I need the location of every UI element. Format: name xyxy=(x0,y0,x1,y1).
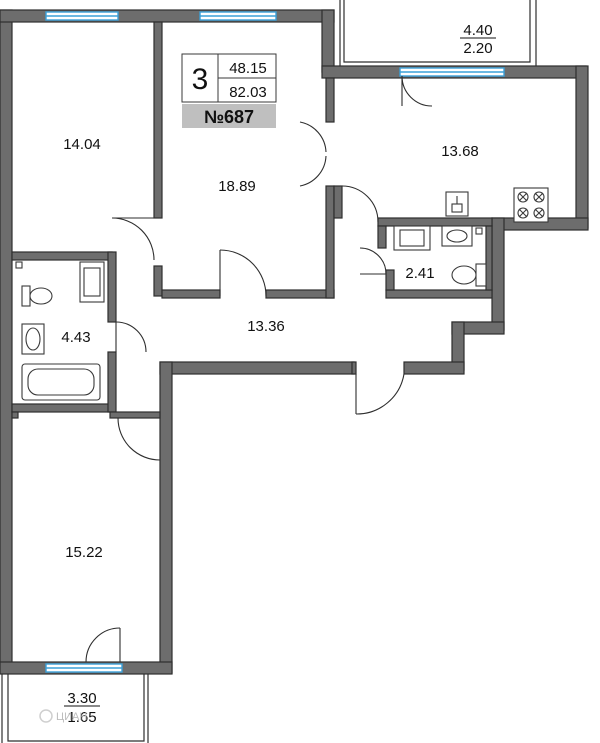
living-area: 48.15 xyxy=(229,60,267,77)
drain-wc xyxy=(475,227,483,235)
rooms-count: 3 xyxy=(192,63,209,96)
room-labels: 14.04 18.89 13.68 4.43 2.41 13.36 15.22 xyxy=(61,136,478,561)
wall-hall-bottom xyxy=(159,361,355,375)
drain-bathroom xyxy=(15,261,23,269)
exterior-walls xyxy=(0,9,589,675)
balcony-top-area: 4.40 xyxy=(463,22,492,39)
door-bedroom-bottom-left xyxy=(117,417,161,461)
fixtures xyxy=(15,187,549,401)
sink-bathroom xyxy=(21,323,45,355)
room-area-bedroom-bottom-left: 15.22 xyxy=(65,544,103,561)
wall-left xyxy=(0,9,13,674)
room-area-bathroom: 4.43 xyxy=(61,329,90,346)
balcony-bottom xyxy=(1,674,149,743)
total-area: 82.03 xyxy=(229,84,267,101)
door-bedroom-center xyxy=(219,249,267,297)
partition-toilet-top xyxy=(377,217,493,227)
door-kitchen-hall xyxy=(341,185,379,223)
partition-toilet-bottom xyxy=(385,289,493,299)
door-balcony-bottom xyxy=(85,627,121,663)
bathtub xyxy=(21,363,101,401)
room-area-bedroom-top-left: 14.04 xyxy=(63,136,101,153)
sink-wc xyxy=(441,225,473,247)
door-kitchen-lower xyxy=(299,155,327,187)
wall-top-step xyxy=(321,9,335,73)
room-area-hall: 13.36 xyxy=(247,318,285,335)
apartment-info-block: 3 48.15 82.03 №687 xyxy=(181,53,277,128)
watermark-text: ЦИАН xyxy=(56,711,87,723)
door-bedroom-top-left xyxy=(111,217,155,261)
door-entrance xyxy=(355,373,405,415)
balcony-bottom-area: 3.30 xyxy=(67,690,96,707)
balcony-bottom-reduced-area: 1.65 xyxy=(67,709,96,726)
room-area-kitchen: 13.68 xyxy=(441,143,479,160)
doors xyxy=(85,75,433,663)
wall-kitchen-right xyxy=(575,65,589,229)
washing-machine xyxy=(79,261,105,303)
apartment-number-badge xyxy=(182,104,276,128)
door-bathroom xyxy=(115,321,147,353)
door-toilet xyxy=(359,247,387,275)
partition-bath-bottom xyxy=(11,403,113,413)
wall-step-2 xyxy=(491,217,505,331)
toilet-wc xyxy=(451,263,487,287)
balcony-top-reduced-area: 2.20 xyxy=(463,40,492,57)
partition-bath-top xyxy=(11,251,113,261)
watermark-logo-icon xyxy=(39,709,53,723)
watermark: ЦИАН xyxy=(39,709,87,723)
washer-wc xyxy=(393,225,431,251)
balcony-top xyxy=(339,0,537,66)
toilet-bathroom xyxy=(21,285,53,307)
partition-left-upper xyxy=(153,21,163,219)
door-balcony-top xyxy=(401,75,433,107)
door-kitchen-upper xyxy=(299,121,327,153)
interior-walls xyxy=(11,21,493,419)
apartment-number: №687 xyxy=(204,107,254,127)
room-area-toilet: 2.41 xyxy=(405,265,434,282)
balcony-labels: 4.40 2.20 3.30 1.65 xyxy=(64,22,496,726)
stove xyxy=(513,187,549,223)
wall-step-5 xyxy=(403,361,465,375)
wall-bedroom-right xyxy=(159,361,173,674)
room-area-bedroom-center: 18.89 xyxy=(218,178,256,195)
windows xyxy=(45,11,505,673)
kitchen-sink xyxy=(445,191,469,217)
